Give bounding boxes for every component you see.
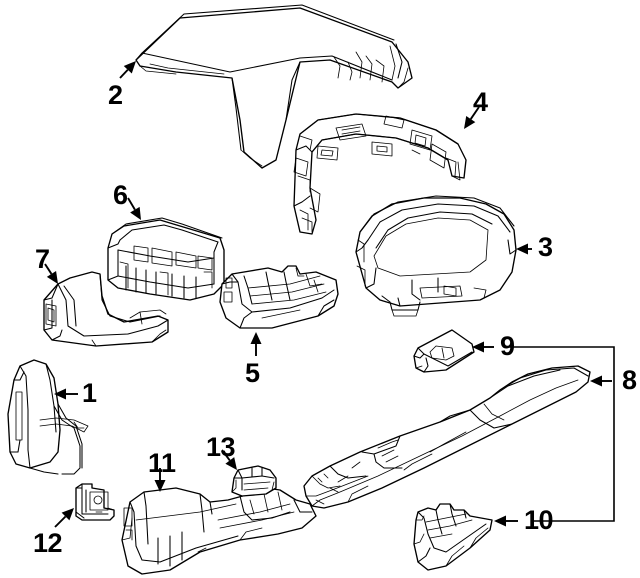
part-13-latch-striker-clip bbox=[231, 465, 277, 497]
part-10-lower-air-outlet-duct bbox=[413, 503, 493, 571]
part-12-mounting-bracket bbox=[75, 483, 115, 521]
callout-13-arrowhead bbox=[225, 457, 237, 470]
part-4-cluster-housing bbox=[293, 113, 467, 235]
callout-3-number: 3 bbox=[538, 232, 553, 262]
callout-9-number: 9 bbox=[500, 331, 515, 361]
callout-1-arrowhead bbox=[54, 388, 66, 400]
group-bracket-8-9-10 bbox=[508, 346, 615, 522]
callout-11-arrowhead bbox=[154, 480, 166, 492]
callout-5-arrowhead bbox=[250, 332, 262, 344]
callout-2-leader bbox=[119, 69, 129, 79]
part-6-switch-module-assembly bbox=[107, 217, 225, 301]
callout-6-arrowhead bbox=[130, 206, 141, 220]
part-5-center-console-tray bbox=[219, 265, 339, 329]
callout-13-number: 13 bbox=[206, 432, 236, 462]
callout-7-number: 7 bbox=[35, 244, 50, 274]
part-2-upper-instrument-panel-pad bbox=[135, 4, 413, 169]
callout-4-leader bbox=[469, 106, 480, 120]
callout-10-number: 10 bbox=[524, 505, 554, 535]
callout-4-number: 4 bbox=[473, 87, 488, 117]
callout-13-leader bbox=[221, 449, 231, 461]
callout-8-arrowhead bbox=[590, 375, 602, 387]
part-3-cluster-bezel bbox=[355, 195, 517, 317]
callout-8-number: 8 bbox=[622, 365, 637, 395]
callout-1-number: 1 bbox=[82, 378, 97, 408]
part-8-lower-instrument-panel-trim bbox=[303, 365, 591, 509]
callout-3-arrowhead bbox=[516, 243, 528, 255]
callout-12-number: 12 bbox=[33, 528, 63, 558]
callout-12-arrowhead bbox=[61, 508, 74, 521]
part-11-glove-box-housing bbox=[121, 487, 317, 575]
callout-6-leader bbox=[127, 197, 136, 211]
part-7-side-defroster-duct bbox=[43, 271, 169, 347]
callout-5-number: 5 bbox=[245, 358, 260, 388]
callout-10-arrowhead bbox=[494, 515, 506, 527]
callout-12-leader bbox=[54, 515, 67, 528]
callout-leaders bbox=[44, 61, 612, 528]
callout-2-number: 2 bbox=[108, 80, 123, 110]
callout-7-leader bbox=[44, 263, 53, 275]
callout-6-number: 6 bbox=[113, 180, 128, 210]
callout-11-number: 11 bbox=[148, 448, 176, 478]
callout-7-arrowhead bbox=[46, 270, 58, 284]
part-1-end-cover-left bbox=[7, 359, 89, 475]
part-9-access-cover-plate bbox=[413, 329, 475, 373]
callout-9-arrowhead bbox=[472, 341, 484, 353]
callout-4-arrowhead bbox=[464, 115, 476, 129]
callout-2-arrowhead bbox=[123, 61, 136, 74]
